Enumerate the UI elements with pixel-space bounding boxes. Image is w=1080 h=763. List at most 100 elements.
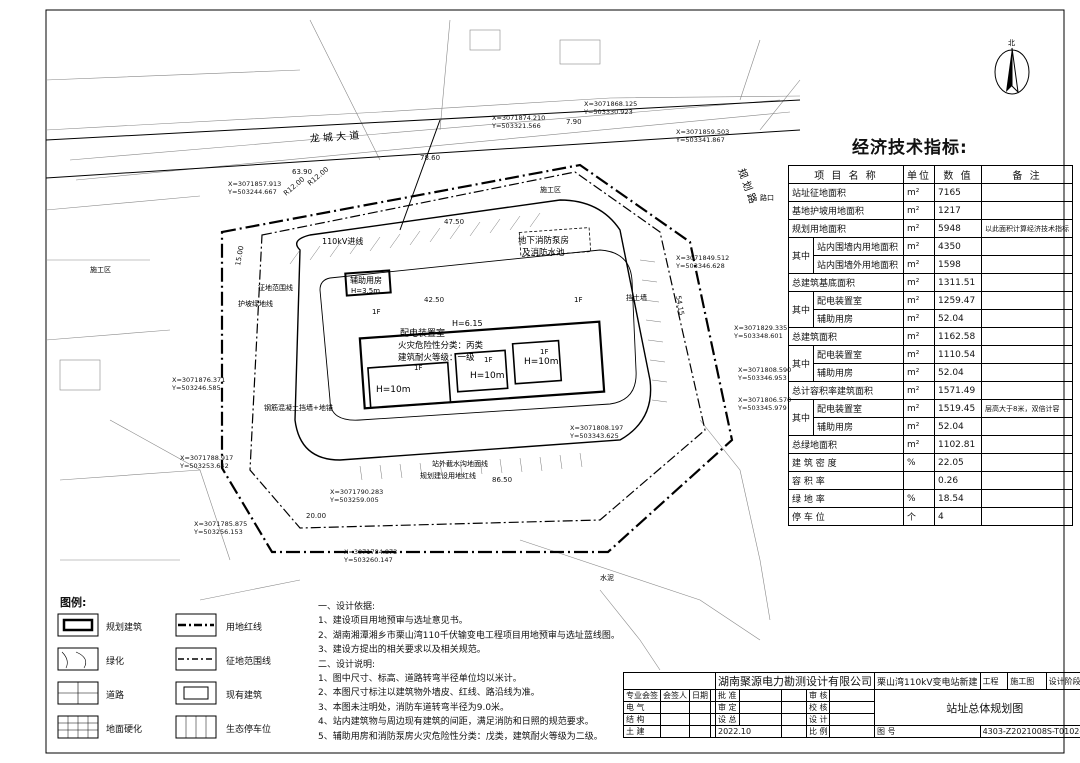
coord-5x: X=3071849.512 [676,254,729,262]
bay-2 [454,349,509,393]
label-drain: 站外截水沟地面线 [432,459,488,468]
cell-note [981,381,1073,400]
cell-item: 总计容积率建筑面积 [788,381,904,400]
coord-1y: Y=503244.667 [227,188,277,196]
coord-10y: Y=503259.005 [329,496,379,504]
coord-8y: Y=503345.979 [737,404,787,412]
tb-label-5: 审 定 [715,701,740,714]
cell-unit: m² [903,309,935,328]
cell-value: 0.26 [934,471,982,490]
dim-8: 7.90 [566,118,582,126]
cell-unit [903,471,935,490]
cell-item: 建 筑 密 度 [788,453,904,472]
cell-unit: m² [903,237,935,256]
tb-project-suffix: 工程 [979,672,1009,690]
cell-value: 22.05 [934,453,982,472]
cell-item: 规划用地面积 [788,219,904,238]
aux-bldg-height: H=3.5m [351,287,380,295]
coord-5y: Y=503346.628 [675,262,725,270]
coord-3x: X=3071868.125 [584,100,637,108]
legend-hardening: 地面硬化 [106,725,143,735]
coord-7y: Y=503346.953 [737,374,787,382]
cell-item: 绿 地 率 [788,489,904,508]
cell-item: 基地护坡用地面积 [788,201,904,220]
north-label: 北 [1008,39,1015,47]
north-arrow-icon [994,47,1030,95]
coord-12x: X=3071785.875 [194,520,247,528]
cell-note [981,291,1073,310]
col-unit: 单位 [903,165,935,184]
cell-value: 1598 [934,255,982,274]
cell-item: 配电装置室 [813,291,904,310]
floor-label-4: 1F [574,296,582,304]
floor-label-2: 1F [484,356,492,364]
tb-company: 湖南聚源电力勘测设计有限公司 [715,672,875,690]
height-label-1: H=10m [376,385,411,395]
cell-note [981,345,1073,364]
cell-note [981,309,1073,328]
legend-red-line: 用地红线 [226,623,263,633]
cell-item: 配电装置室 [813,345,904,364]
cell-value: 7165 [934,183,982,202]
tb-drawing-no: 4303-Z2021008S-T0102-02 [979,725,1080,738]
tb-label-12: 结 构 [623,713,661,726]
coord-14x: X=3071876.371 [172,376,225,384]
cell-note [981,417,1073,436]
dim-5: 20.00 [306,512,326,520]
design-notes: 一、设计依据: 1、建设项目用地预审与选址意见书。 2、湖南湘潭湘乡市栗山湾11… [318,600,620,744]
cell-unit: m² [903,345,935,364]
legend-parking: 生态停车位 [226,725,272,735]
notes-basis-3: 3、建设方提出的相关要求以及相关规范。 [318,645,486,656]
cell-unit: 个 [903,507,935,526]
label-retaining-wall: 挡土墙 [626,293,647,302]
cell-unit: % [903,489,935,508]
cell-value: 1217 [934,201,982,220]
incoming-line-label: 110kV进线 [322,236,363,246]
cell-unit: m² [903,417,935,436]
cell-unit: m² [903,255,935,274]
pump-label-2: 及消防水池 [522,247,565,258]
cell-note [981,273,1073,292]
tb-blank [623,672,716,690]
cell-unit: m² [903,219,935,238]
tb-stage-b: 设计阶段 [1045,672,1080,690]
main-bldg-fire-rating: 建筑耐火等级：一级 [398,352,475,363]
cell-item: 总建筑基底面积 [788,273,904,292]
cell-unit: m² [903,183,935,202]
cell-item: 辅助用房 [813,363,904,382]
cell-value: 52.04 [934,363,982,382]
label-intersection: 路口 [760,193,774,202]
cell-value: 1571.49 [934,381,982,400]
height-label-2: H=10m [470,371,505,381]
cell-unit: m² [903,399,935,418]
coord-4x: X=3071859.503 [676,128,729,136]
cell-note [981,255,1073,274]
legend-planned-building: 规划建筑 [106,623,143,633]
dim-7: 47.50 [444,218,464,226]
cell-unit: m² [903,435,935,454]
coord-11y: Y=503260.147 [343,556,393,564]
slope-hatch [289,212,668,481]
main-bldg-height: H=6.15 [452,319,483,328]
bay-3 [511,339,563,385]
main-bldg-name: 配电装置室 [400,327,445,339]
tb-label-7: 设 总 [715,713,740,726]
aux-bldg-name: 辅助用房 [350,275,382,285]
dim-1: 78.60 [420,154,440,162]
notes-explain-3: 3、本图未注明处，消防车道转弯半径为9.0米。 [318,702,510,713]
coord-3y: Y=503330.923 [583,108,633,116]
legend-existing-bldg: 现有建筑 [226,691,263,701]
label-construction-area: 施工区 [540,185,561,194]
col-note: 备 注 [981,165,1073,184]
cell-note [981,507,1073,526]
table-row: 绿 地 率%18.54 [788,489,1073,508]
tb-date: 2022.10 [714,725,783,738]
tb-label-6: 校 核 [805,701,831,714]
